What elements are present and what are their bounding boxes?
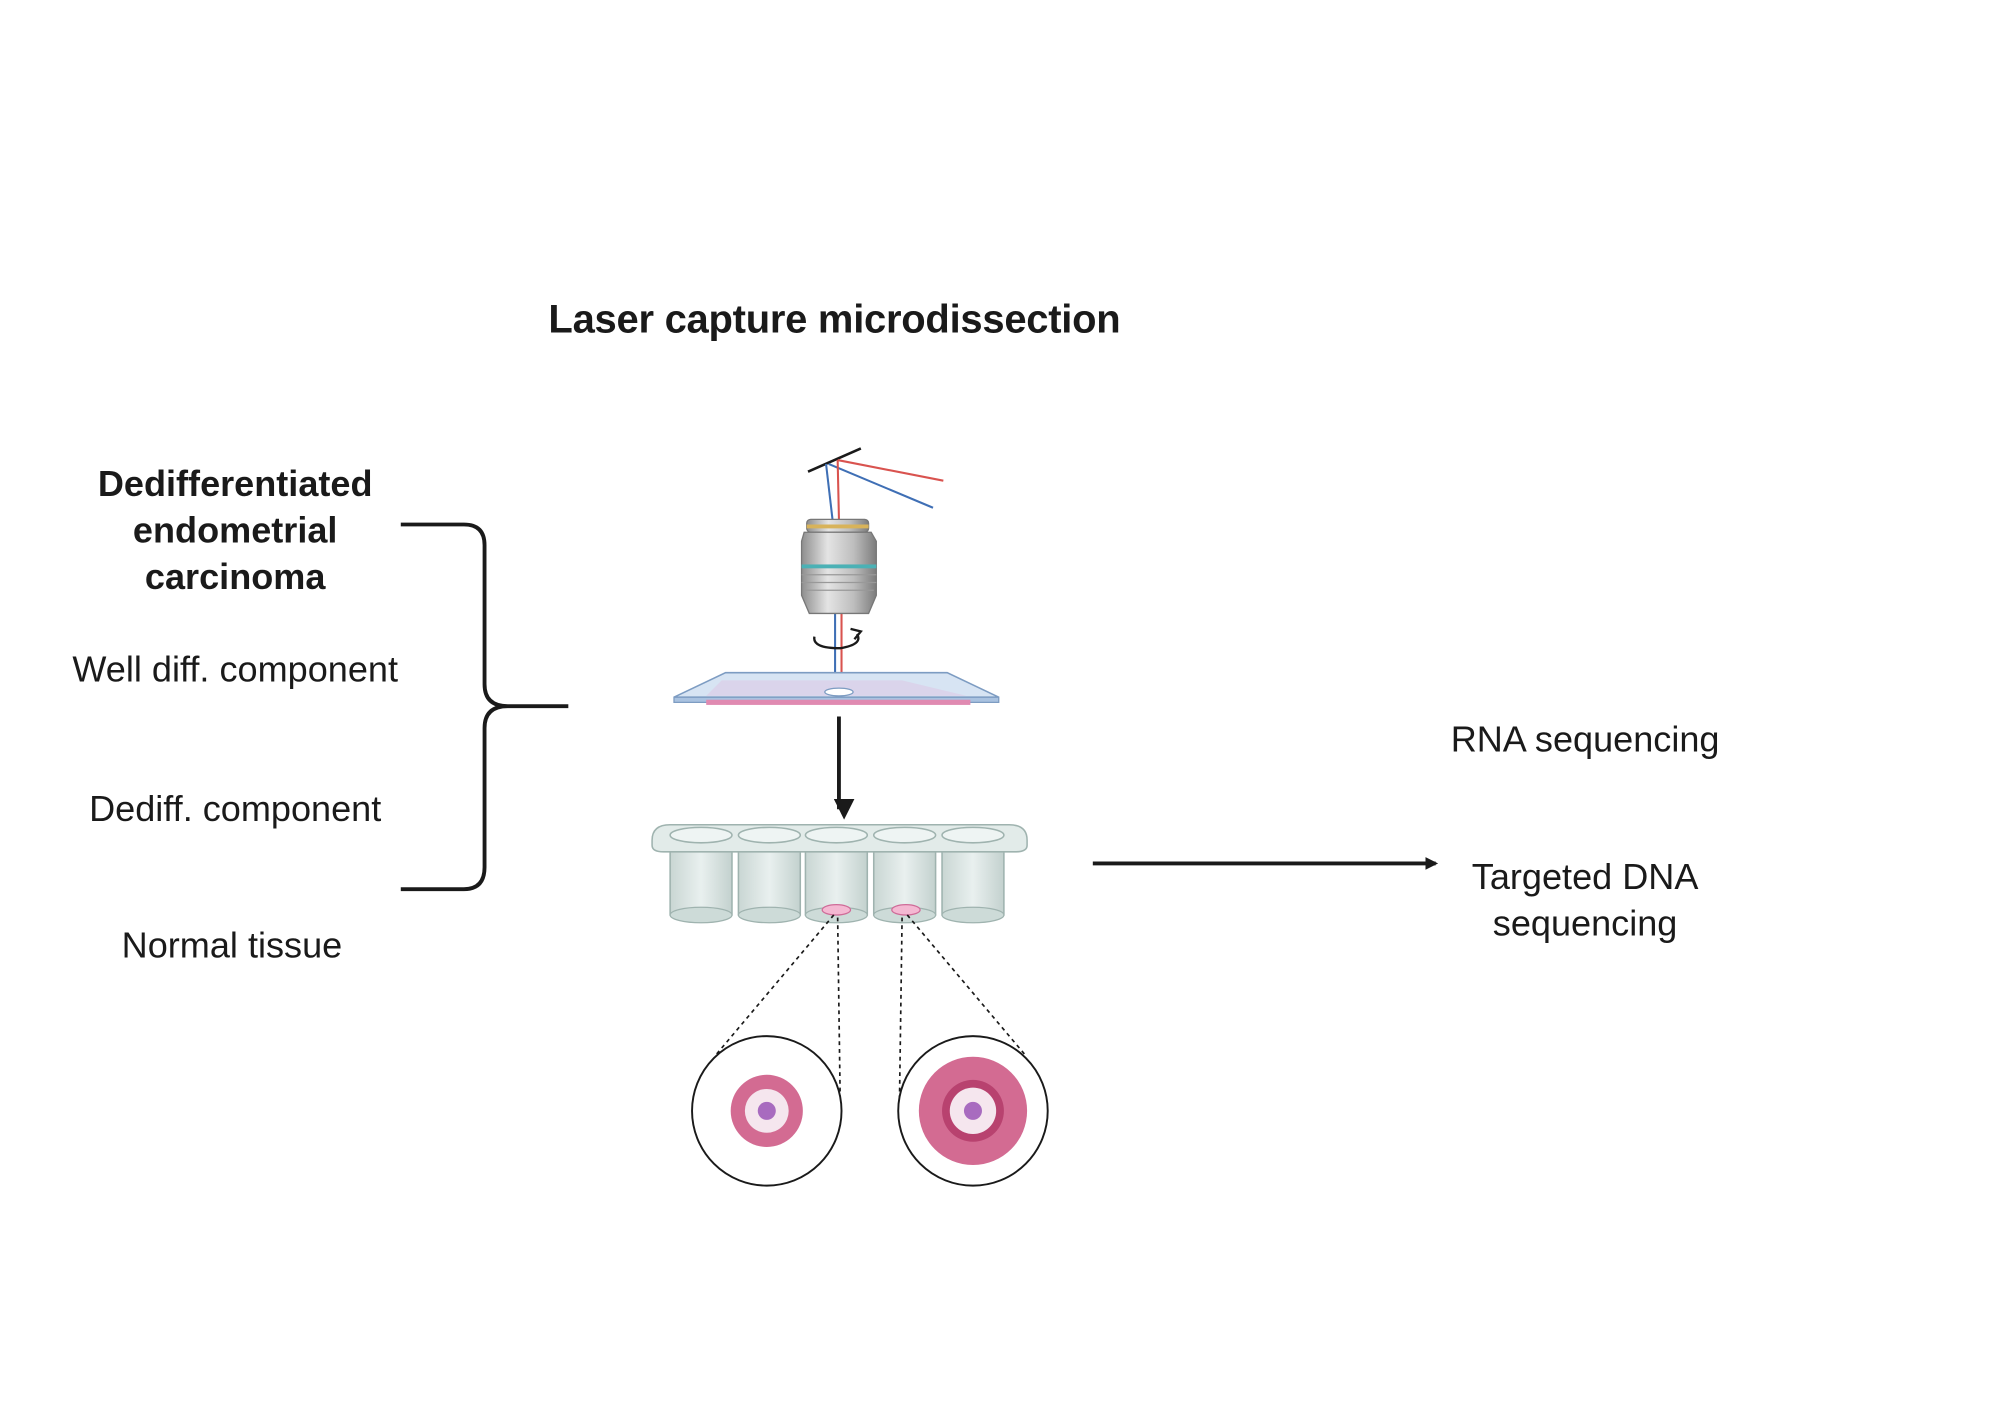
label-dedifferentiated-carcinoma: Dedifferentiated endometrial carcinoma <box>97 463 373 597</box>
cell-zoom-icon <box>691 1035 843 1187</box>
tube-strip-icon <box>651 823 1028 924</box>
label-rna-sequencing: RNA sequencing <box>1450 719 1720 760</box>
captured-sample-1 <box>821 904 852 916</box>
tube-opening-5 <box>941 826 1005 844</box>
tube-bottom-2 <box>737 906 801 924</box>
cell-zoom-icon <box>897 1035 1049 1187</box>
figure-title: Laser capture microdissection <box>548 296 1121 342</box>
microscope-objective-icon <box>800 518 877 615</box>
captured-sample-2 <box>891 904 921 916</box>
zoom-guide-lines <box>715 914 1026 1104</box>
tube-opening-1 <box>669 826 733 844</box>
glass-slide-icon <box>673 671 1000 705</box>
label-targeted-dna-sequencing: Targeted DNA sequencing <box>1471 856 1699 944</box>
label-well-diff-component: Well diff. component <box>72 649 398 690</box>
rotation-arrow-icon <box>813 627 863 650</box>
tube-bottom-5 <box>941 906 1005 924</box>
tube-opening-3 <box>804 826 869 844</box>
tube-opening-4 <box>872 826 937 844</box>
label-normal-tissue: Normal tissue <box>121 925 343 966</box>
brace-icon <box>400 522 569 892</box>
tube-opening-2 <box>737 826 802 844</box>
tube-bottom-1 <box>669 906 733 924</box>
label-dediff-component: Dediff. component <box>89 788 382 829</box>
laser-beam-icon <box>807 447 944 691</box>
